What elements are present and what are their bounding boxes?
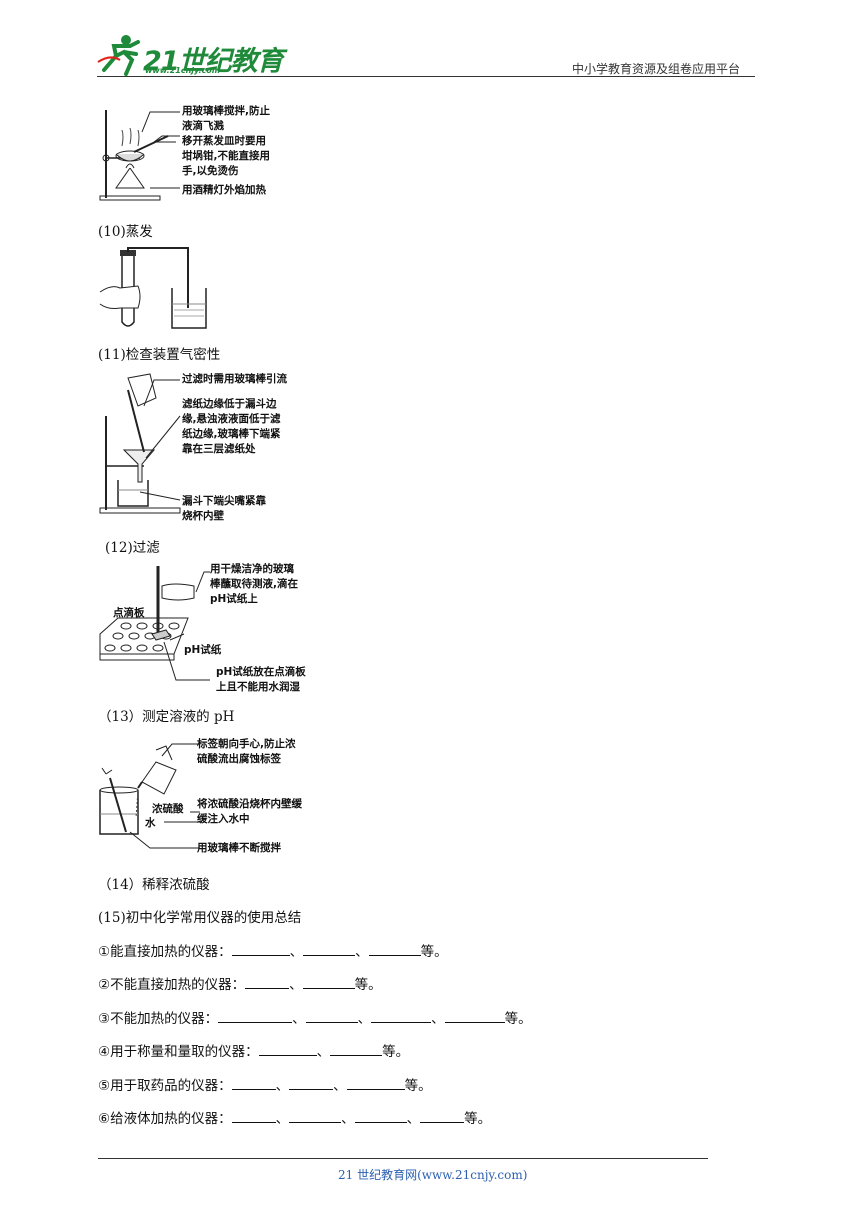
note-funnel-tip: 漏斗下端尖嘴紧靠 <box>182 495 266 507</box>
evaporation-callout-lines <box>140 108 182 198</box>
dilute-acid-callout-lines <box>150 740 200 854</box>
caption-evaporation: (10)蒸发 <box>98 224 153 240</box>
caption-filtration: (12)过滤 <box>105 540 160 556</box>
note-dip-rod-3: pH试纸上 <box>210 593 258 605</box>
summary-title: (15)初中化学常用仪器的使用总结 <box>98 910 302 926</box>
caption-dilute-acid: （14）稀释浓硫酸 <box>98 877 210 893</box>
answer-blank[interactable] <box>371 1010 432 1023</box>
answer-blank[interactable] <box>346 1077 405 1090</box>
header-divider <box>97 76 755 77</box>
logo-url: www.21cnjy.com <box>145 66 221 75</box>
note-paper-edge-4: 靠在三层滤纸处 <box>182 443 256 455</box>
answer-blank[interactable] <box>303 943 356 956</box>
note-paper-edge: 滤纸边缘低于漏斗边 <box>182 398 277 410</box>
dilute-acid-illustration <box>96 744 196 840</box>
answer-blank[interactable] <box>258 1043 317 1056</box>
answer-blank[interactable] <box>231 1110 276 1123</box>
note-glass-rod: 过滤时需用玻璃棒引流 <box>182 373 287 385</box>
answer-blank[interactable] <box>305 1010 358 1023</box>
question-no-heating: ③不能加热的仪器：、、、等。 <box>98 1010 532 1027</box>
note-label-palm: 标签朝向手心,防止浓 <box>197 738 296 750</box>
note-label-palm-2: 硫酸流出腐蚀标签 <box>197 753 281 765</box>
answer-blank[interactable] <box>231 1077 276 1090</box>
answer-blank[interactable] <box>289 1110 342 1123</box>
note-no-wetting: pH试纸放在点滴板 <box>216 666 306 678</box>
answer-blank[interactable] <box>231 943 290 956</box>
note-stir: 用玻璃棒搅拌,防止 <box>182 105 270 117</box>
caption-ph-test: （13）测定溶液的 pH <box>98 709 235 725</box>
note-dip-rod: 用干燥洁净的玻璃 <box>210 563 294 575</box>
question-weigh-measure: ④用于称量和量取的仪器：、等。 <box>98 1043 410 1060</box>
caption-airtightness: (11)检查装置气密性 <box>98 347 221 363</box>
note-keep-stirring: 用玻璃棒不断搅拌 <box>197 842 281 854</box>
question-indirect-heating: ②不能直接加热的仪器：、等。 <box>98 976 382 993</box>
label-water: 水 <box>145 817 156 829</box>
ph-callout-lines <box>160 568 210 686</box>
footer-divider <box>98 1158 708 1159</box>
question-take-reagents: ⑤用于取药品的仪器：、、等。 <box>98 1077 432 1094</box>
note-paper-edge-2: 缘,悬浊液液面低于滤 <box>182 413 281 425</box>
note-outer-flame: 用酒精灯外焰加热 <box>182 184 266 196</box>
answer-blank[interactable] <box>302 976 355 989</box>
platform-name: 中小学教育资源及组卷应用平台 <box>572 62 741 76</box>
answer-blank[interactable] <box>218 1010 293 1023</box>
note-funnel-tip-2: 烧杯内壁 <box>182 510 224 522</box>
label-conc-acid: 浓硫酸 <box>152 803 184 815</box>
filtration-callout-lines <box>140 376 182 506</box>
answer-blank[interactable] <box>444 1010 505 1023</box>
note-paper-edge-3: 纸边缘,玻璃棒下端紧 <box>182 428 281 440</box>
logo-runner-icon <box>96 35 146 76</box>
label-spot-plate: 点滴板 <box>113 607 145 619</box>
answer-blank[interactable] <box>354 1110 407 1123</box>
question-heat-liquid: ⑥给液体加热的仪器：、、、等。 <box>98 1110 492 1127</box>
evaporation-apparatus-illustration <box>96 106 186 202</box>
airtightness-check-illustration <box>98 248 210 334</box>
answer-blank[interactable] <box>420 1110 465 1123</box>
ph-test-illustration <box>98 564 208 664</box>
label-ph-paper: pH试纸 <box>184 644 222 656</box>
note-no-wetting-2: 上且不能用水润湿 <box>216 681 300 693</box>
answer-blank[interactable] <box>245 976 290 989</box>
note-tongs-2: 坩埚钳,不能直接用 <box>182 150 270 162</box>
logo-text: 21世纪教育 <box>143 46 284 77</box>
note-tongs: 移开蒸发皿时要用 <box>182 135 266 147</box>
answer-blank[interactable] <box>368 943 421 956</box>
question-direct-heating: ①能直接加热的仪器：、、等。 <box>98 943 448 960</box>
footer-text: 21 世纪教育网(www.21cnjy.com) <box>338 1168 528 1182</box>
answer-blank[interactable] <box>289 1077 334 1090</box>
answer-blank[interactable] <box>330 1043 383 1056</box>
note-dip-rod-2: 棒蘸取待测液,滴在 <box>210 578 298 590</box>
note-pour-along-wall-2: 缓注入水中 <box>197 813 250 825</box>
note-tongs-3: 手,以免烫伤 <box>182 165 239 177</box>
note-pour-along-wall: 将浓硫酸沿烧杯内壁缓 <box>197 798 302 810</box>
note-stir-2: 液滴飞溅 <box>182 120 224 132</box>
